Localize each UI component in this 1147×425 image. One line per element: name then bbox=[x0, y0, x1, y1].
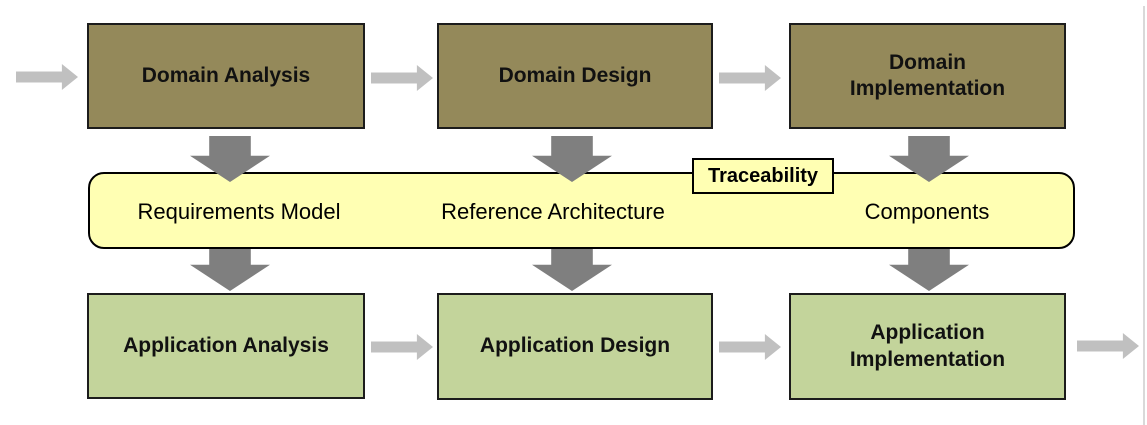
components-label: Components bbox=[864, 199, 990, 224]
outgoing-flow-arrow bbox=[1077, 333, 1139, 359]
domain-analysis-label: Domain Analysis bbox=[141, 63, 311, 87]
domain-implementation-label: Domain Implementation bbox=[849, 50, 1006, 100]
application-design-label: Application Design bbox=[479, 334, 671, 358]
application-implementation-box: Application Implementation bbox=[789, 293, 1066, 400]
domain-analysis-box: Domain Analysis bbox=[87, 23, 365, 129]
domain-implementation-box: Domain Implementation bbox=[789, 23, 1066, 129]
architecture-to-application-design-arrow bbox=[532, 245, 612, 291]
domain-design-to-implementation-arrow bbox=[719, 65, 781, 91]
application-design-to-implementation-arrow bbox=[719, 334, 781, 360]
incoming-flow-arrow bbox=[16, 64, 78, 90]
traceability-tag: Traceability bbox=[692, 158, 834, 194]
traceability-tag-label: Traceability bbox=[707, 164, 819, 187]
domain-design-label: Domain Design bbox=[498, 63, 652, 87]
requirements-model-label: Requirements Model bbox=[137, 199, 341, 224]
domain-design-box: Domain Design bbox=[437, 23, 713, 129]
requirements-to-application-analysis-arrow bbox=[190, 245, 270, 291]
page-edge-line bbox=[1143, 6, 1145, 425]
application-design-box: Application Design bbox=[437, 293, 713, 400]
application-analysis-box: Application Analysis bbox=[87, 293, 365, 399]
application-analysis-label: Application Analysis bbox=[123, 333, 329, 357]
application-implementation-label: Application Implementation bbox=[849, 321, 1006, 371]
components-to-application-implementation-arrow bbox=[889, 245, 969, 291]
reference-architecture-label: Reference Architecture bbox=[441, 199, 665, 224]
application-analysis-to-design-arrow bbox=[371, 334, 433, 360]
domain-analysis-to-design-arrow bbox=[371, 65, 433, 91]
